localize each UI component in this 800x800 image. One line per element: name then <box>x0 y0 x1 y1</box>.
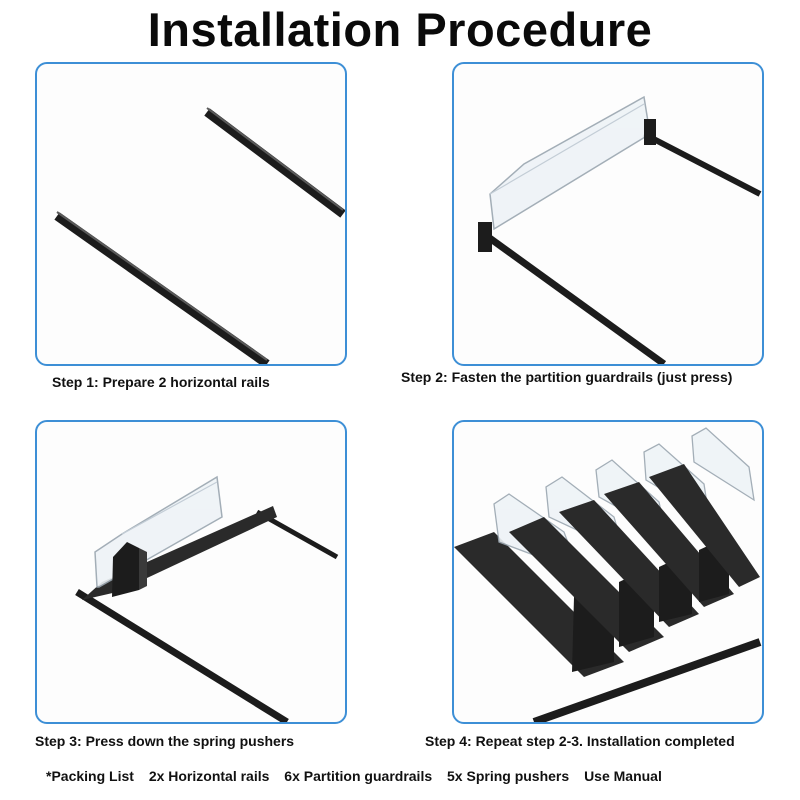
packing-item: 6x Partition guardrails <box>284 768 433 784</box>
step-4-illustration <box>452 420 764 724</box>
step-4-caption: Step 4: Repeat step 2-3. Installation co… <box>425 733 735 749</box>
packing-item: Use Manual <box>584 768 662 784</box>
horizontal-rails-illustration <box>54 107 345 364</box>
packing-list: *Packing List 2x Horizontal rails 6x Par… <box>46 768 673 784</box>
spring-pusher-illustration <box>75 475 339 722</box>
step-1-caption: Step 1: Prepare 2 horizontal rails <box>52 374 270 390</box>
guardrail-install-illustration <box>478 95 762 364</box>
completed-assembly-illustration <box>454 427 762 722</box>
step-1-illustration <box>35 62 347 366</box>
step-2-illustration <box>452 62 764 366</box>
step-3-caption: Step 3: Press down the spring pushers <box>35 733 295 749</box>
step-3-illustration <box>35 420 347 724</box>
page-title: Installation Procedure <box>147 3 653 56</box>
step-2-caption: Step 2: Fasten the partition guardrails … <box>401 369 733 385</box>
lane-5 <box>649 427 760 587</box>
packing-item: 2x Horizontal rails <box>148 768 270 784</box>
packing-item: 5x Spring pushers <box>447 768 570 784</box>
packing-list-label: *Packing List <box>46 768 134 784</box>
